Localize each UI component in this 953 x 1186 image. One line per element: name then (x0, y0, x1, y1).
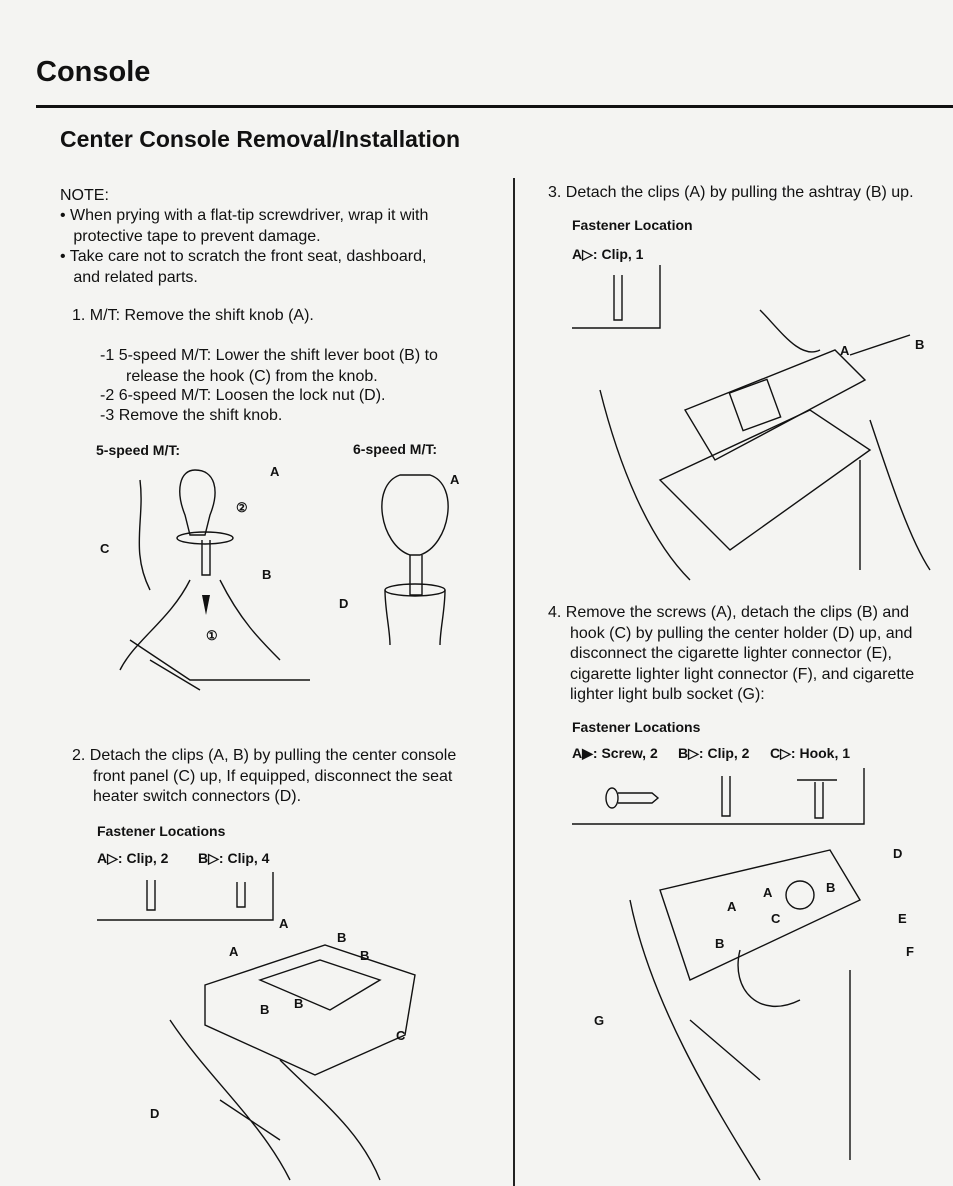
step3-fastener-heading: Fastener Location (572, 217, 693, 233)
label-b: B (294, 996, 304, 1011)
label-d: D (150, 1106, 160, 1121)
label-1: ① (206, 628, 218, 643)
shift-knob-5speed-drawing (119, 469, 310, 691)
step2-fastener-a: A▷: Clip, 2 (97, 850, 169, 866)
label-c: C (771, 911, 781, 926)
fastener-diagrams (572, 768, 865, 825)
label-d: D (339, 596, 349, 611)
fig5-title: 5-speed M/T: (96, 442, 181, 458)
center-holder-drawing (629, 849, 861, 1181)
shift-knob-6speed-drawing (381, 474, 449, 646)
label-a: A (279, 916, 289, 931)
label-2: ② (236, 500, 248, 515)
label-b: B (360, 948, 370, 963)
page-title: Center Console Removal/Installation (60, 126, 461, 152)
step3: 3. Detach the clips (A) by pulling the a… (548, 184, 914, 201)
label-c: C (396, 1028, 406, 1043)
step4-fastener-heading: Fastener Locations (572, 719, 701, 735)
label-b: B (826, 880, 836, 895)
label-g: G (594, 1013, 605, 1028)
label-a: A (763, 885, 773, 900)
column-divider (513, 178, 515, 1186)
note-bullet-2: • Take care not to scratch the front sea… (60, 248, 427, 286)
label-b: B (715, 936, 725, 951)
step2-fastener-b: B▷: Clip, 4 (198, 850, 270, 866)
ashtray-drawing (599, 309, 931, 581)
clip-diagrams (97, 872, 274, 921)
section-title: Console (36, 56, 151, 88)
step1-substep-3: -3 Remove the shift knob. (100, 407, 283, 424)
label-d: D (893, 846, 903, 861)
step1-substep-1: -1 5-speed M/T: Lower the shift lever bo… (100, 347, 438, 385)
label-a: A (270, 464, 280, 479)
label-a: A (727, 899, 737, 914)
label-b: B (915, 337, 925, 352)
label-e: E (898, 911, 907, 926)
step4-fastener-b: B▷: Clip, 2 (678, 745, 750, 761)
label-b: B (337, 930, 347, 945)
label-b: B (260, 1002, 270, 1017)
note-heading: NOTE: (60, 187, 109, 204)
label-c: C (100, 541, 110, 556)
step3-fastener-a: A▷: Clip, 1 (572, 246, 644, 262)
step1: 1. M/T: Remove the shift knob (A). (72, 307, 314, 324)
step2-fastener-heading: Fastener Locations (97, 823, 226, 839)
fig6-title: 6-speed M/T: (353, 441, 438, 457)
note-bullet-1: • When prying with a flat-tip screwdrive… (60, 207, 429, 245)
label-a: A (450, 472, 460, 487)
step4-fastener-c: C▷: Hook, 1 (770, 745, 851, 761)
label-f: F (906, 944, 914, 959)
step4-fastener-a: A▶: Screw, 2 (572, 745, 658, 761)
step2: 2. Detach the clips (A, B) by pulling th… (72, 747, 457, 805)
clip-diagram (572, 265, 661, 329)
step4: 4. Remove the screws (A), detach the cli… (548, 604, 915, 703)
step1-substep-2: -2 6-speed M/T: Loosen the lock nut (D). (100, 387, 386, 404)
front-panel-drawing (169, 944, 416, 1181)
label-b: B (262, 567, 272, 582)
label-a: A (840, 343, 850, 358)
header-rule (36, 105, 953, 108)
label-a: A (229, 944, 239, 959)
